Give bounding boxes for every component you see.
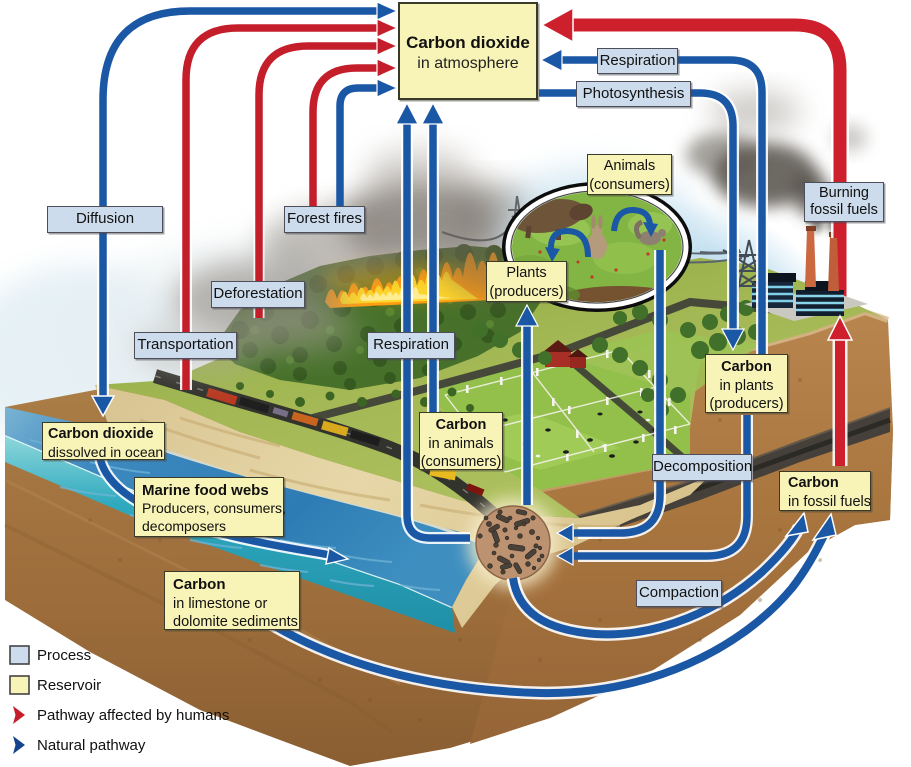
svg-text:Pathway affected by humans: Pathway affected by humans [37,707,229,724]
svg-text:Natural pathway: Natural pathway [37,737,146,754]
svg-text:Process: Process [37,647,91,664]
svg-text:Reservoir: Reservoir [37,677,101,694]
